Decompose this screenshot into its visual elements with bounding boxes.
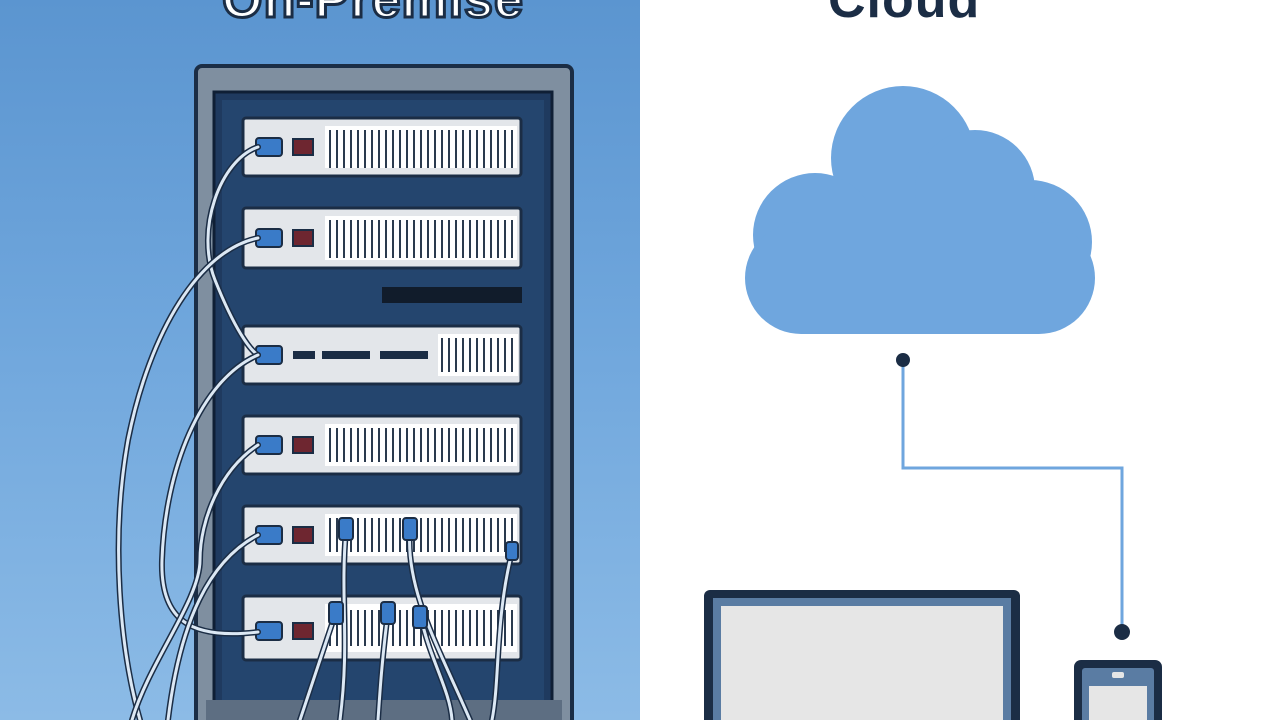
smartphone-icon bbox=[1074, 660, 1162, 720]
cloud-icon bbox=[745, 86, 1095, 334]
monitor-icon bbox=[704, 590, 1020, 720]
cloud-diagram bbox=[704, 86, 1162, 720]
on-premise-heading: On-Premise bbox=[221, 0, 525, 31]
cloud-heading: Cloud bbox=[828, 0, 981, 29]
rack-blank-panel bbox=[382, 287, 522, 303]
on-premise-panel: On-Premise bbox=[0, 0, 640, 720]
server-unit-5 bbox=[241, 504, 523, 566]
cloud-connector-line bbox=[901, 360, 1124, 632]
network-cables bbox=[115, 144, 515, 720]
server-unit-1 bbox=[241, 116, 523, 178]
server-unit-3 bbox=[241, 324, 523, 386]
cable-plugs bbox=[328, 517, 519, 629]
server-unit-4 bbox=[241, 414, 523, 476]
cloud-connector-dot bbox=[896, 353, 910, 367]
server-rack-icon bbox=[115, 64, 574, 720]
server-unit-2 bbox=[241, 206, 523, 270]
device-connector-dot bbox=[1114, 624, 1130, 640]
cloud-panel: Cloud bbox=[640, 0, 1280, 720]
